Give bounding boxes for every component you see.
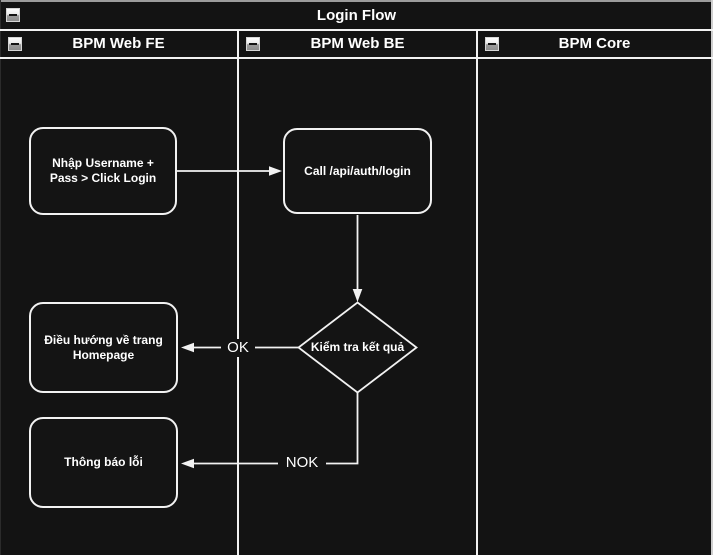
- lane-header-bpm-core: BPM Core: [558, 35, 631, 52]
- arrowhead-down-icon: [352, 289, 363, 302]
- arrowhead-left-ok-icon: [181, 342, 194, 353]
- collapse-minus-icon: [249, 43, 257, 45]
- node-input-credentials[interactable]: Nhập Username + Pass > Click Login: [29, 127, 177, 215]
- node-check-result-label: Kiểm tra kết quả: [310, 340, 405, 354]
- lane-header-bpm-web-fe: BPM Web FE: [72, 35, 165, 52]
- node-label-line: Homepage: [72, 347, 135, 362]
- node-navigate-homepage[interactable]: Điều hướng về trang Homepage: [29, 302, 178, 393]
- node-error-notification[interactable]: Thông báo lỗi: [29, 417, 178, 508]
- edge-check-nok-to-error: [193, 393, 359, 465]
- node-label-line: Nhập Username +: [52, 156, 154, 170]
- pool-title: Login Flow: [316, 7, 397, 24]
- arrowhead-left-nok-icon: [181, 458, 194, 469]
- edge-label-ok: OK: [221, 339, 255, 357]
- node-call-login-api[interactable]: Call /api/auth/login: [283, 128, 432, 214]
- collapse-minus-icon: [9, 14, 17, 16]
- pool-right-border: [711, 0, 713, 555]
- arrowhead-right-icon: [269, 166, 282, 176]
- node-label-line: Pass > Click Login: [49, 171, 157, 185]
- pool-collapse-button[interactable]: [6, 8, 20, 22]
- lane-be-collapse-button[interactable]: [246, 37, 260, 51]
- lane-divider-be-core: [476, 31, 478, 555]
- lane-divider-fe-be: [237, 31, 239, 555]
- edge-label-nok: NOK: [278, 454, 326, 472]
- pool-left-border: [0, 0, 1, 555]
- lane-fe-collapse-button[interactable]: [8, 37, 22, 51]
- node-label-line: Call /api/auth/login: [304, 163, 411, 178]
- pool-top-border: [0, 0, 713, 2]
- title-row-divider: [0, 29, 713, 31]
- lane-header-divider: [0, 57, 713, 59]
- lane-core-collapse-button[interactable]: [485, 37, 499, 51]
- lane-header-bpm-web-be: BPM Web BE: [310, 35, 405, 52]
- node-label-line: Thông báo lỗi: [64, 455, 143, 469]
- collapse-minus-icon: [11, 43, 19, 45]
- node-label-line: Điều hướng về trang: [44, 332, 163, 347]
- collapse-minus-icon: [488, 43, 496, 45]
